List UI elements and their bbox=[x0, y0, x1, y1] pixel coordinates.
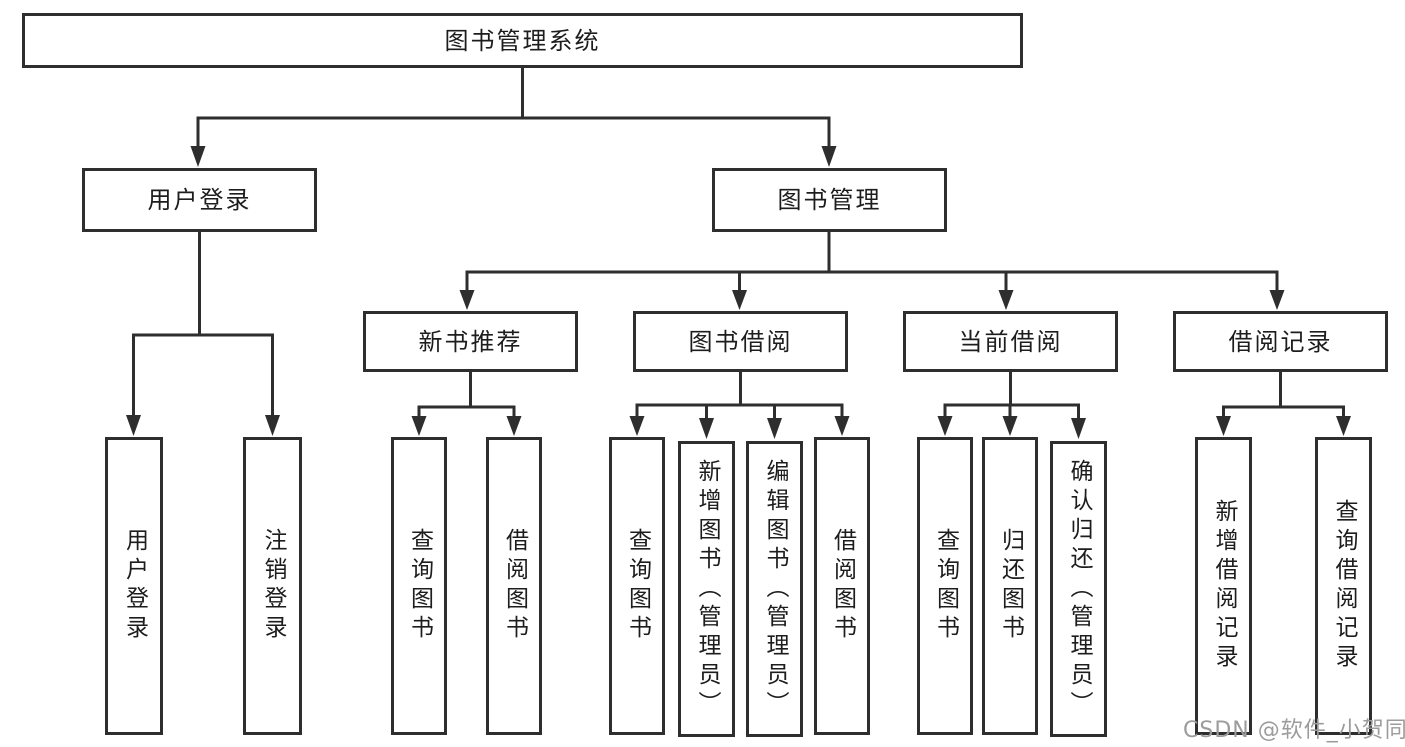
node-current-borrow: 当前借阅 bbox=[903, 311, 1118, 372]
node-library-system: 图书管理系统 bbox=[22, 13, 1023, 68]
connector-strokes bbox=[132, 68, 1345, 420]
node-leaf-user-login: 用户登录 bbox=[105, 437, 163, 735]
node-label: 新增图书（管理员） bbox=[694, 458, 720, 720]
node-leaf-add-borrow-record: 新增借阅记录 bbox=[1195, 437, 1252, 735]
node-label: 当前借阅 bbox=[958, 327, 1063, 356]
node-label: 编辑图书（管理员） bbox=[762, 458, 788, 720]
node-leaf-return-book: 归还图书 bbox=[982, 437, 1038, 735]
node-new-book-recommend: 新书推荐 bbox=[363, 311, 578, 372]
node-leaf-query-books-2: 查询图书 bbox=[609, 437, 665, 735]
node-leaf-logout: 注销登录 bbox=[243, 437, 302, 735]
node-borrow-records: 借阅记录 bbox=[1173, 311, 1388, 372]
node-label: 图书借阅 bbox=[688, 327, 793, 356]
node-label: 新增借阅记录 bbox=[1211, 499, 1237, 673]
node-label: 借阅图书 bbox=[829, 528, 856, 644]
node-leaf-query-books-3: 查询图书 bbox=[917, 437, 973, 735]
node-leaf-borrow-books-1: 借阅图书 bbox=[486, 437, 542, 735]
node-label: 图书管理系统 bbox=[444, 26, 601, 55]
node-label: 图书管理 bbox=[777, 186, 882, 214]
node-book-management: 图书管理 bbox=[712, 168, 947, 232]
node-label: 查询图书 bbox=[406, 528, 433, 644]
node-label: 查询图书 bbox=[932, 528, 959, 644]
node-leaf-query-borrow-record: 查询借阅记录 bbox=[1315, 437, 1372, 735]
node-label: 用户登录 bbox=[147, 186, 252, 214]
arrowheads bbox=[126, 146, 1351, 439]
node-label: 借阅记录 bbox=[1228, 327, 1333, 356]
node-label: 借阅图书 bbox=[501, 528, 528, 644]
node-label: 用户登录 bbox=[121, 528, 148, 644]
node-book-borrow: 图书借阅 bbox=[633, 311, 848, 372]
node-label: 查询借阅记录 bbox=[1331, 499, 1357, 673]
node-leaf-query-books-1: 查询图书 bbox=[391, 437, 447, 735]
node-leaf-borrow-books-2: 借阅图书 bbox=[814, 437, 870, 735]
node-label: 确认归还（管理员） bbox=[1066, 458, 1092, 720]
watermark: CSDN @软件_小贺同学 bbox=[1183, 718, 1405, 743]
node-label: 注销登录 bbox=[260, 528, 286, 644]
node-label: 新书推荐 bbox=[418, 327, 523, 356]
node-leaf-edit-book-admin: 编辑图书（管理员） bbox=[746, 441, 803, 737]
node-label: 查询图书 bbox=[624, 528, 651, 644]
node-leaf-confirm-return-admin: 确认归还（管理员） bbox=[1050, 441, 1107, 737]
node-leaf-add-book-admin: 新增图书（管理员） bbox=[678, 441, 735, 737]
node-user-login: 用户登录 bbox=[82, 168, 317, 232]
node-label: 归还图书 bbox=[997, 528, 1024, 644]
